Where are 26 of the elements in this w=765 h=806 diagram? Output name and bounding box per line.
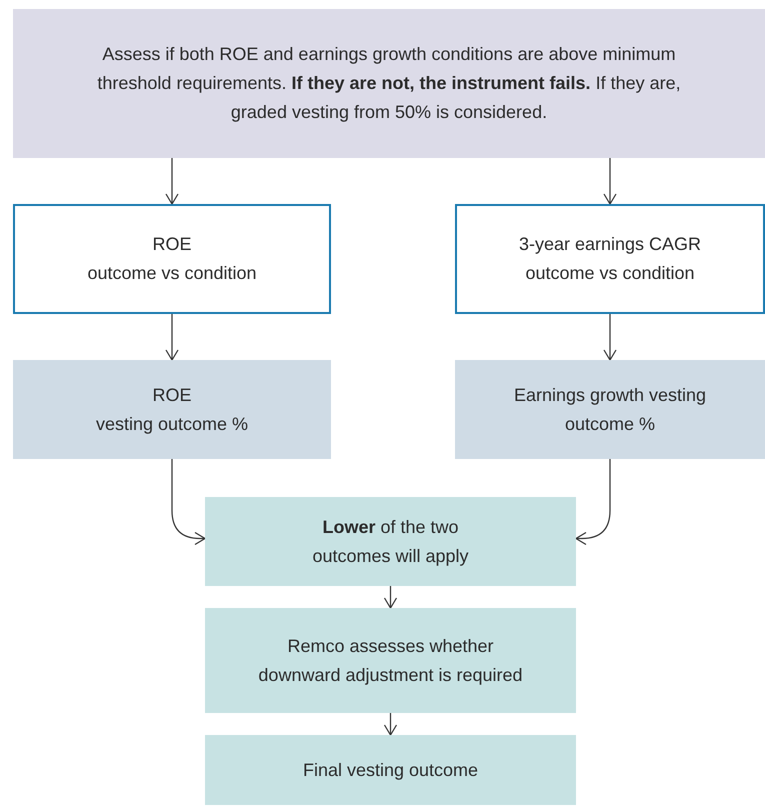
node-text: Lower of the two outcomes will apply — [311, 516, 470, 568]
node-text: Final vesting outcome — [302, 758, 478, 782]
node-text: 3-year earnings CAGR outcome vs condition — [518, 233, 702, 285]
process-box — [13, 204, 331, 314]
arrow — [171, 459, 206, 546]
arrow — [384, 713, 398, 736]
arrow — [165, 158, 179, 205]
node-text: Remco assesses whether downward adjustment is required — [258, 634, 523, 687]
result-box — [455, 360, 765, 459]
node-text: Assess if both ROE and earnings growth conditions are above minimum threshold requirements. If they are not, the instrument fails. If they are, graded vesting from 50% is considered. — [96, 43, 682, 124]
condition-box — [13, 9, 765, 158]
node-text: vesting outcome % — [96, 412, 248, 436]
arrow — [384, 586, 398, 609]
node-text: ROE — [152, 233, 192, 256]
outcome-box — [205, 608, 576, 713]
node-text: ROE — [152, 384, 192, 406]
outcome-box — [205, 497, 576, 586]
process-box — [455, 204, 765, 314]
arrow — [165, 314, 179, 361]
arrow — [575, 459, 611, 546]
outcome-box — [205, 735, 576, 805]
result-box — [13, 360, 331, 459]
arrow — [603, 314, 617, 361]
node-text: Earnings growth vesting outcome % — [512, 384, 708, 436]
node-text: outcome vs condition — [87, 262, 257, 285]
arrow — [603, 158, 617, 205]
